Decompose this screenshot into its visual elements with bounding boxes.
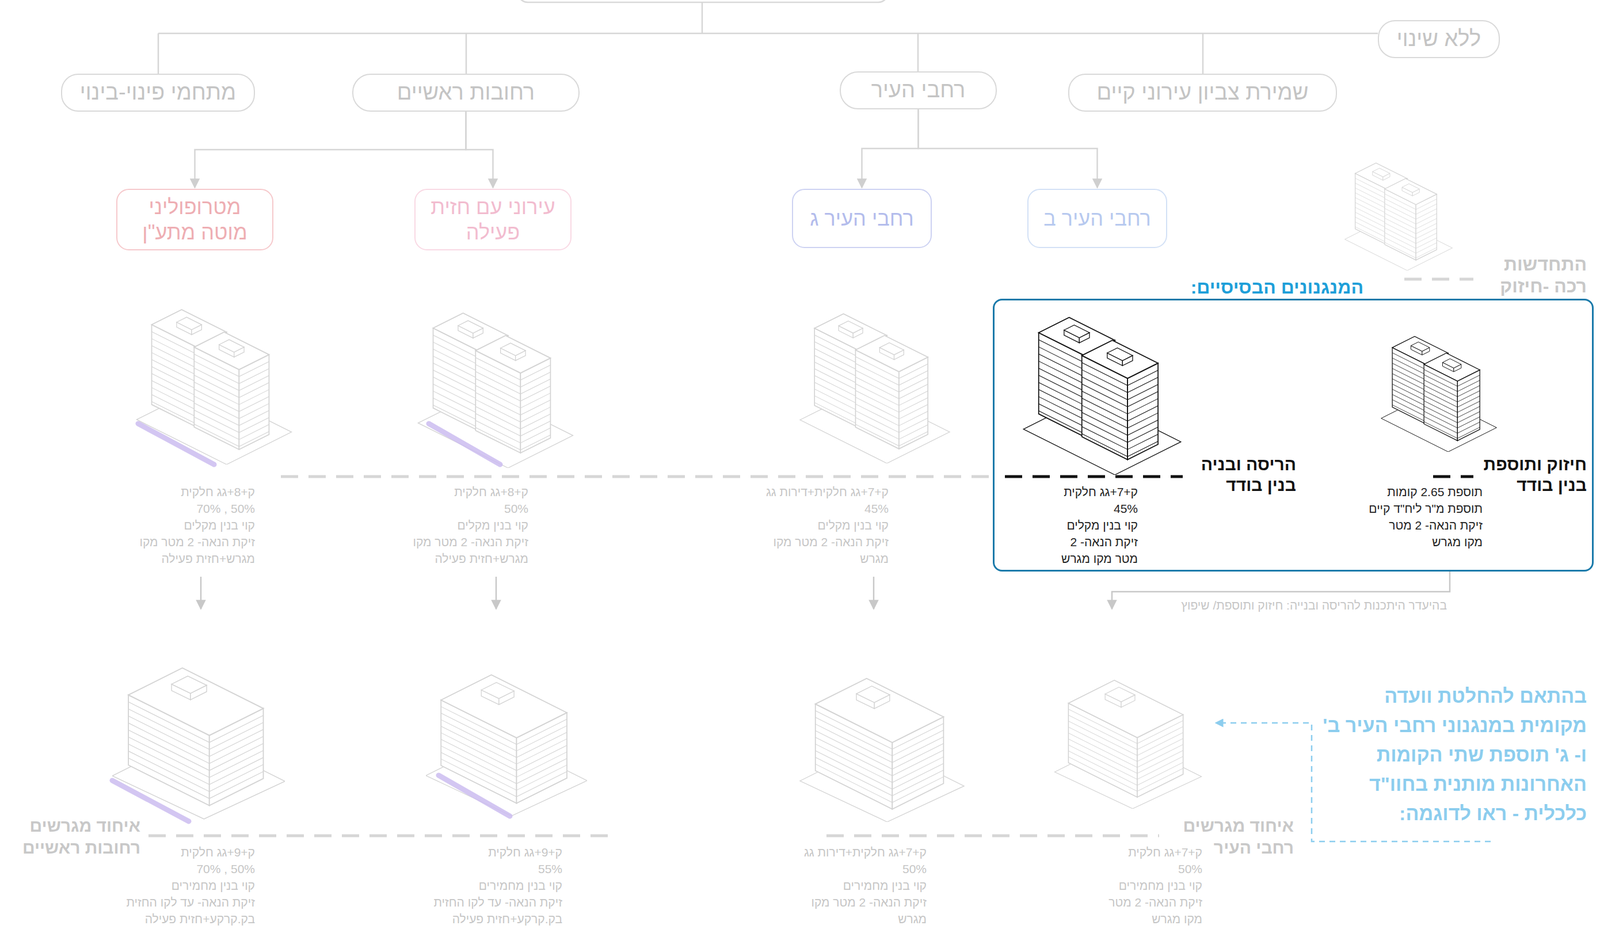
building-illustration [800,313,950,464]
building-illustration [1023,317,1182,475]
spec-text: קוי בנין מקלים [1066,516,1138,534]
dashed-divider [1004,475,1183,479]
spec-text: מקו מגרש [1431,533,1483,551]
spec-text: תוספת מ"ר ליח"ד קיים [1368,500,1483,517]
box-label: רחבי העיר ג [809,206,914,231]
box-label: רחבי העיר [871,77,966,104]
spec-text: ק+7+גג חלקית+דירות גג [766,483,889,501]
spec-text: בהיעדר היתכנות להריסה ובנייה: חיזוק ותוס… [1181,597,1447,613]
tree-connector [466,111,494,188]
spec-text: מגרש+חזית פעילה [161,550,255,567]
box-label: שמירת צביון עירוני קיים [1096,79,1309,106]
tree-connector [862,109,919,188]
spec-text: זיקת הנאה- 2 מטר מקו [772,533,889,551]
building-illustration [425,675,588,817]
spec-text: קוי בנין מחמירים [1118,877,1203,894]
section-heading: בהתאם להחלטת וועדה מקומית במנגנוני רחבי … [1322,681,1587,829]
spec-text: ק+7+גג חלקית [1063,483,1138,501]
box-label: רחבי העיר ב [1043,206,1152,231]
box-label: מטרופוליני מוטה מתע"ן [130,194,260,245]
spec-text: 45% [864,500,889,517]
box-label: ללא שינוי [1396,25,1481,53]
group-title: המנגנונים הבסיסיים: [1188,276,1366,299]
spec-text: מגרש+חזית פעילה [434,550,529,567]
category-box: מתחמי פינוי-בינוי [61,73,255,112]
spec-text: תוספת 2.65 קומות [1387,483,1483,501]
spec-text: קוי בנין מחמירים [478,877,563,894]
spec-text: קוי בנין מקלים [817,516,889,534]
spec-text: 50% , 70% [196,500,255,517]
spec-text: זיקת הנאה- עד לקו החזית [126,893,255,911]
frontage-strip [112,423,510,822]
spec-text: 50% , 70% [196,860,255,878]
section-heading: הריסה ובניה בנין בודד [1172,454,1297,496]
section-heading: איחוד מגרשים רחובות ראשיים [5,814,143,859]
building-illustration [418,313,574,468]
down-arrow [200,576,203,609]
spec-text: קוי בנין מחמירים [171,877,255,894]
spec-text: ק+9+גג חלקית [488,843,563,861]
spec-text: 55% [538,860,563,878]
root-box-stub [517,0,889,3]
category-box: ללא שינוי [1377,20,1500,59]
category-box: מטרופוליני מוטה מתע"ן [116,188,274,251]
spec-text: זיקת הנאה- 2 מטר מקו [810,893,927,911]
category-box: רחבי העיר [839,71,997,110]
spec-text: מגרש [897,910,927,928]
building-illustration [1054,680,1202,809]
tree-connector [918,109,1098,188]
spec-text: 45% [1113,500,1138,517]
spec-text: קוי בנין מקלים [456,516,529,534]
spec-text: 50% [504,500,529,517]
spec-text: ק+7+גג חלקית+דירות גג [804,843,927,861]
building-illustration [1345,162,1453,271]
category-box: עירוני עם חזית פעילה [414,188,572,251]
section-heading: התחדשות רכה -חיזוק [1480,253,1587,297]
building-illustration [136,309,292,465]
spec-text: מטר מקו מגרש [1061,550,1138,567]
spec-text: זיקת הנאה- 2 מטר מקו [139,533,255,551]
box-label: מתחמי פינוי-בינוי [80,79,236,106]
spec-text: זיקת הנאה- 2 [1070,533,1138,551]
tree-connector [195,111,467,188]
spec-text: ק+8+גג חלקית [454,483,529,501]
spec-text: זיקת הנאה- 2 מטר [1108,893,1203,911]
spec-text: זיקת הנאה- 2 מטר מקו [412,533,529,551]
category-box: רחבי העיר ב [1027,188,1168,249]
spec-text: זיקת הנאה- עד לקו החזית [433,893,563,911]
category-box: שמירת צביון עירוני קיים [1068,73,1337,112]
category-box: רחבי העיר ג [791,188,932,249]
spec-text: זיקת הנאה- 2 מטר [1388,516,1483,534]
dashed-divider [280,475,993,479]
building-illustration [1381,336,1497,452]
spec-text: 50% [1178,860,1203,878]
category-box: רחובות ראשיים [352,73,580,112]
building-illustration [800,678,965,822]
spec-text: בק.קרקע+חזית פעילה [452,910,563,928]
tree-line [158,2,1378,74]
spec-text: ק+8+גג חלקית [180,483,255,501]
box-label: רחובות ראשיים [397,79,535,106]
dashed-divider [1404,277,1474,281]
spec-text: 50% [902,860,927,878]
box-label: עירוני עם חזית פעילה [428,194,558,245]
spec-text: מגרש [859,550,889,567]
spec-text: בק.קרקע+חזית פעילה [145,910,255,928]
down-arrow [873,576,875,609]
down-arrow [495,576,498,609]
spec-text: ק+7+גג חלקית [1128,843,1203,861]
dashed-divider [1433,475,1474,479]
spec-text: קוי בנין מחמירים [843,877,927,894]
spec-text: ק+9+גג חלקית [180,843,255,861]
spec-text: מקו מגרש [1151,910,1203,928]
spec-text: קוי בנין מקלים [183,516,255,534]
